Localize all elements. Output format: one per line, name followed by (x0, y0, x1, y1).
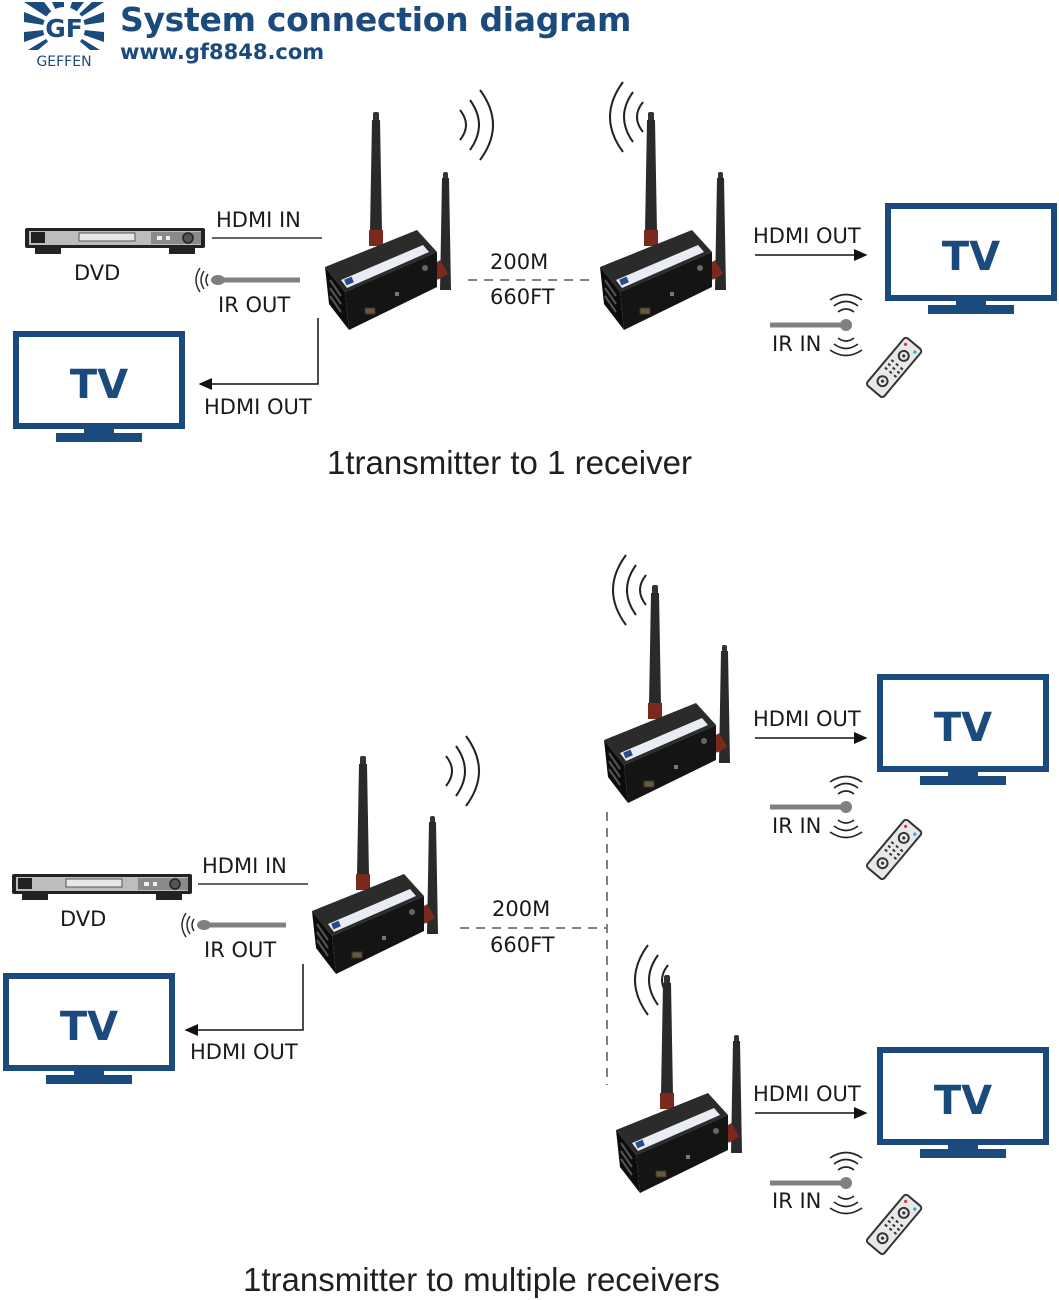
diagram-caption: 1transmitter to multiple receivers (243, 1261, 720, 1298)
ir-out-label: IR OUT (218, 293, 291, 317)
receiver-device-icon (603, 584, 731, 804)
tx-signal-waves-icon (445, 735, 480, 807)
dvd-label: DVD (74, 261, 121, 285)
remote-control-icon (864, 817, 924, 882)
remote-control-icon (864, 1192, 924, 1257)
ir-emitter-icon (182, 915, 292, 937)
ir-in-label: IR IN (772, 814, 822, 838)
diagram-caption: 1transmitter to 1 receiver (327, 444, 692, 481)
connection-lines (198, 237, 868, 390)
ir-in-label: IR IN (772, 1189, 822, 1213)
svg-text:TV: TV (934, 1078, 992, 1124)
receiver-device-icon (615, 974, 743, 1194)
distance-meters-label: 200M (490, 250, 549, 274)
rx-hdmi-out-label: HDMI OUT (753, 707, 861, 731)
svg-text:TV: TV (934, 705, 992, 751)
rx-hdmi-out-label: HDMI OUT (753, 224, 861, 248)
geffen-logo-icon: GF GEFFEN (24, 2, 104, 70)
local-tv-icon: TV (4, 974, 176, 1090)
hdmi-out-label: HDMI OUT (190, 1040, 298, 1064)
distance-feet-label: 660FT (490, 285, 555, 309)
page-title: System connection diagram (120, 0, 632, 39)
svg-text:TV: TV (70, 362, 128, 408)
receiver-tv-icon: TV (886, 204, 1058, 320)
svg-text:TV: TV (942, 234, 1000, 280)
brand-name: GEFFEN (36, 54, 91, 70)
hdmi-in-label: HDMI IN (216, 208, 301, 232)
ir-in-label: IR IN (772, 332, 822, 356)
hdmi-in-label: HDMI IN (202, 854, 287, 878)
receiver-tv-icon: TV (878, 1048, 1050, 1164)
svg-text:TV: TV (60, 1004, 118, 1050)
svg-text:GF: GF (45, 14, 83, 43)
transmitter-device-icon (311, 755, 439, 975)
website-url: www.gf8848.com (120, 40, 325, 64)
hdmi-out-label: HDMI OUT (204, 395, 312, 419)
dvd-label: DVD (60, 907, 107, 931)
distance-meters-label: 200M (492, 897, 551, 921)
ir-out-label: IR OUT (204, 938, 277, 962)
receiver-tv-icon: TV (878, 675, 1050, 791)
dvd-player-icon (11, 873, 193, 901)
distance-feet-label: 660FT (490, 933, 555, 957)
local-tv-icon: TV (14, 332, 186, 448)
hdmi-out-arrow (184, 964, 304, 1036)
rx-hdmi-out-label: HDMI OUT (753, 1082, 861, 1106)
hdmi-out-arrow (198, 318, 319, 390)
